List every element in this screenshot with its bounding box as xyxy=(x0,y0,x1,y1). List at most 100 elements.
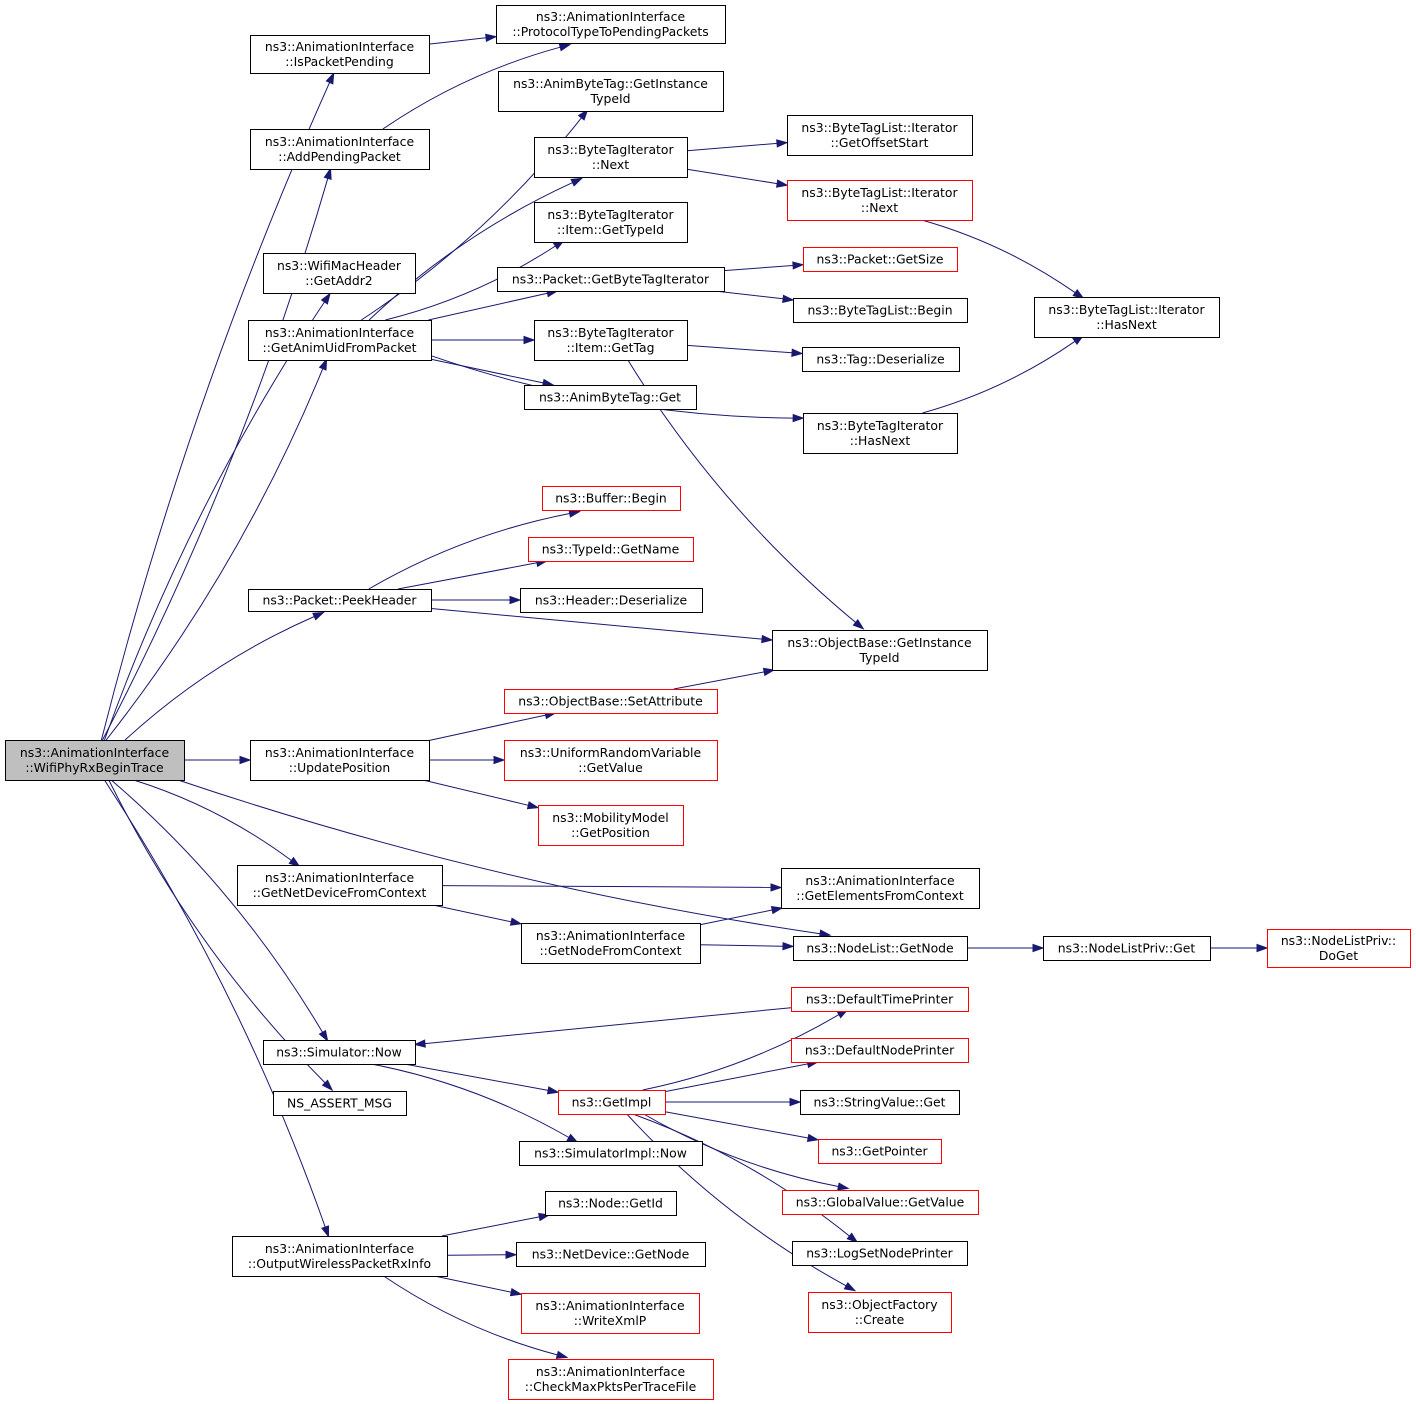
node-box[interactable] xyxy=(248,589,432,612)
node-box[interactable] xyxy=(497,267,725,292)
node-hdrDeser[interactable]: ns3::Header::Deserialize xyxy=(520,588,703,613)
node-box[interactable] xyxy=(504,740,718,781)
node-getAnimUid[interactable]: ns3::AnimationInterface::GetAnimUidFromP… xyxy=(248,320,432,361)
node-box[interactable] xyxy=(263,1040,416,1065)
node-box[interactable] xyxy=(237,865,443,906)
node-globalGetValue[interactable]: ns3::GlobalValue::GetValue xyxy=(782,1190,979,1215)
node-getNetDev[interactable]: ns3::AnimationInterface::GetNetDeviceFro… xyxy=(237,865,443,906)
node-mobGetPos[interactable]: ns3::MobilityModel::GetPosition xyxy=(538,805,684,846)
node-box[interactable] xyxy=(273,1091,407,1116)
node-simImplNow[interactable]: ns3::SimulatorImpl::Now xyxy=(519,1141,703,1166)
node-defTimePrinter[interactable]: ns3::DefaultTimePrinter xyxy=(791,987,969,1012)
node-btlHasNext[interactable]: ns3::ByteTagList::Iterator::HasNext xyxy=(1034,297,1220,338)
node-getPointer[interactable]: ns3::GetPointer xyxy=(818,1139,942,1164)
node-box[interactable] xyxy=(791,1038,969,1063)
node-box[interactable] xyxy=(534,202,688,243)
node-box[interactable] xyxy=(803,413,958,454)
node-uniformGetValue[interactable]: ns3::UniformRandomVariable::GetValue xyxy=(504,740,718,781)
node-box[interactable] xyxy=(802,347,960,372)
node-box[interactable] xyxy=(519,1141,703,1166)
node-box[interactable] xyxy=(1034,297,1220,338)
node-nodeGetId[interactable]: ns3::Node::GetId xyxy=(545,1191,677,1216)
node-box[interactable] xyxy=(521,923,701,964)
node-box[interactable] xyxy=(534,137,688,178)
node-nodeListPrivGet[interactable]: ns3::NodeListPriv::Get xyxy=(1043,936,1211,961)
node-nodeListGetNode[interactable]: ns3::NodeList::GetNode xyxy=(793,936,968,961)
node-box[interactable] xyxy=(782,1190,979,1215)
node-box[interactable] xyxy=(793,936,968,961)
node-getElements[interactable]: ns3::AnimationInterface::GetElementsFrom… xyxy=(781,868,980,909)
node-btiNext[interactable]: ns3::ByteTagIterator::Next xyxy=(534,137,688,178)
node-peekHeader[interactable]: ns3::Packet::PeekHeader xyxy=(248,589,432,612)
node-box[interactable] xyxy=(534,320,688,361)
node-setAttr[interactable]: ns3::ObjectBase::SetAttribute xyxy=(504,689,718,714)
node-defNodePrinter[interactable]: ns3::DefaultNodePrinter xyxy=(791,1038,969,1063)
node-box[interactable] xyxy=(496,5,726,44)
node-netDevGetNode[interactable]: ns3::NetDevice::GetNode xyxy=(516,1242,706,1267)
node-box[interactable] xyxy=(498,71,724,112)
node-box[interactable] xyxy=(5,740,185,781)
node-box[interactable] xyxy=(521,1293,700,1334)
node-animTagGet[interactable]: ns3::AnimByteTag::Get xyxy=(524,385,697,410)
node-writeXmlP[interactable]: ns3::AnimationInterface::WriteXmlP xyxy=(521,1293,700,1334)
node-box[interactable] xyxy=(803,247,958,272)
node-box[interactable] xyxy=(248,320,432,361)
node-typeIdName[interactable]: ns3::TypeId::GetName xyxy=(528,537,694,562)
node-pktGetSize[interactable]: ns3::Packet::GetSize xyxy=(803,247,958,272)
node-box[interactable] xyxy=(504,689,718,714)
node-getAddr2[interactable]: ns3::WifiMacHeader::GetAddr2 xyxy=(263,253,416,294)
node-updatePos[interactable]: ns3::AnimationInterface::UpdatePosition xyxy=(250,740,430,781)
node-getNodeCtx[interactable]: ns3::AnimationInterface::GetNodeFromCont… xyxy=(521,923,701,964)
node-objFactCreate[interactable]: ns3::ObjectFactory::Create xyxy=(808,1292,952,1333)
node-simNow[interactable]: ns3::Simulator::Now xyxy=(263,1040,416,1065)
node-box[interactable] xyxy=(558,1090,666,1115)
node-box[interactable] xyxy=(818,1139,942,1164)
node-box[interactable] xyxy=(250,35,430,74)
node-protoType[interactable]: ns3::AnimationInterface::ProtocolTypeToP… xyxy=(496,5,726,44)
node-bufBegin[interactable]: ns3::Buffer::Begin xyxy=(542,486,681,511)
node-box[interactable] xyxy=(772,630,988,671)
node-tagDeser[interactable]: ns3::Tag::Deserialize xyxy=(802,347,960,372)
node-box[interactable] xyxy=(232,1236,448,1277)
node-outputRx[interactable]: ns3::AnimationInterface::OutputWirelessP… xyxy=(232,1236,448,1277)
node-btiHasNext[interactable]: ns3::ByteTagIterator::HasNext xyxy=(803,413,958,454)
node-box[interactable] xyxy=(528,537,694,562)
node-btlNext[interactable]: ns3::ByteTagList::Iterator::Next xyxy=(787,180,973,221)
node-btlBegin[interactable]: ns3::ByteTagList::Begin xyxy=(793,298,968,323)
node-box[interactable] xyxy=(508,1359,714,1400)
node-box[interactable] xyxy=(516,1242,706,1267)
node-checkMaxPkts[interactable]: ns3::AnimationInterface::CheckMaxPktsPer… xyxy=(508,1359,714,1400)
node-logSetNodePrinter[interactable]: ns3::LogSetNodePrinter xyxy=(792,1241,968,1266)
node-box[interactable] xyxy=(542,486,681,511)
node-box[interactable] xyxy=(524,385,697,410)
node-addPending[interactable]: ns3::AnimationInterface::AddPendingPacke… xyxy=(250,129,430,170)
node-box[interactable] xyxy=(791,987,969,1012)
node-root[interactable]: ns3::AnimationInterface::WifiPhyRxBeginT… xyxy=(5,740,185,781)
node-box[interactable] xyxy=(800,1090,960,1115)
node-isPending[interactable]: ns3::AnimationInterface::IsPacketPending xyxy=(250,35,430,74)
node-btiItemTypeId[interactable]: ns3::ByteTagIterator::Item::GetTypeId xyxy=(534,202,688,243)
node-getBTI[interactable]: ns3::Packet::GetByteTagIterator xyxy=(497,267,725,292)
node-box[interactable] xyxy=(808,1292,952,1333)
node-box[interactable] xyxy=(520,588,703,613)
node-box[interactable] xyxy=(787,115,973,156)
node-nodeListPrivDoGet[interactable]: ns3::NodeListPriv::DoGet xyxy=(1267,929,1411,968)
node-box[interactable] xyxy=(793,298,968,323)
node-box[interactable] xyxy=(1267,929,1411,968)
node-box[interactable] xyxy=(545,1191,677,1216)
node-box[interactable] xyxy=(538,805,684,846)
node-getImpl[interactable]: ns3::GetImpl xyxy=(558,1090,666,1115)
node-strValGet[interactable]: ns3::StringValue::Get xyxy=(800,1090,960,1115)
node-box[interactable] xyxy=(1043,936,1211,961)
node-box[interactable] xyxy=(792,1241,968,1266)
node-box[interactable] xyxy=(250,129,430,170)
node-box[interactable] xyxy=(781,868,980,909)
node-btlOffset[interactable]: ns3::ByteTagList::Iterator::GetOffsetSta… xyxy=(787,115,973,156)
node-btiItemGetTag[interactable]: ns3::ByteTagIterator::Item::GetTag xyxy=(534,320,688,361)
node-box[interactable] xyxy=(250,740,430,781)
node-box[interactable] xyxy=(787,180,973,221)
node-box[interactable] xyxy=(263,253,416,294)
node-assertMsg[interactable]: NS_ASSERT_MSG xyxy=(273,1091,407,1116)
